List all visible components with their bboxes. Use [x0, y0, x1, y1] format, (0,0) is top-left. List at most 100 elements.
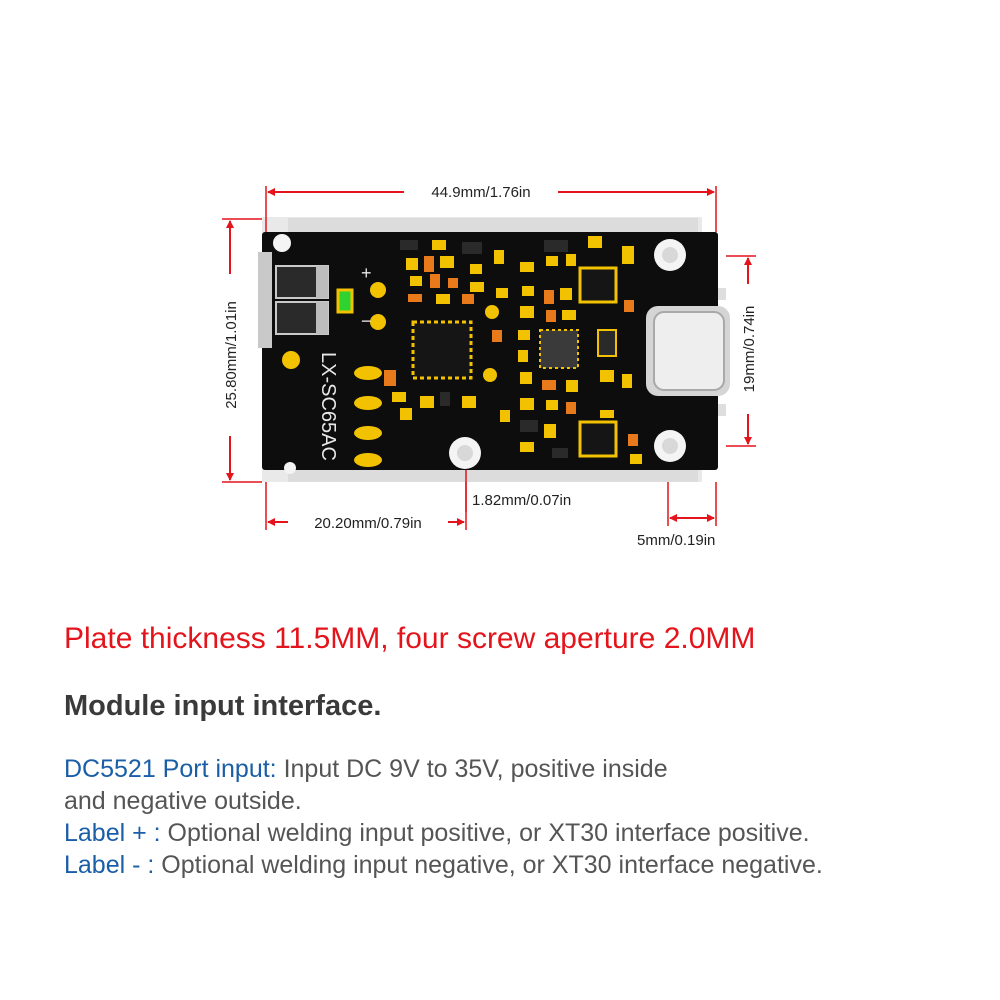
smd-component — [500, 410, 510, 422]
smd-component — [462, 294, 474, 304]
mosfet-2 — [578, 420, 618, 458]
usb-c-tab-top — [718, 288, 726, 300]
smd-component — [520, 306, 534, 318]
smd-component — [518, 350, 528, 362]
smd-component — [566, 380, 578, 392]
via-pad-2 — [483, 368, 497, 382]
smd-component — [600, 370, 614, 382]
mounting-hole-bottom-mid-inner — [457, 445, 473, 461]
smd-component — [420, 396, 434, 408]
description-key: DC5521 Port input: — [64, 755, 277, 783]
description-text: Optional welding input negative, or XT30… — [154, 851, 823, 879]
dim-right-height-bg — [737, 284, 759, 414]
interface-description: DC5521 Port input: Input DC 9V to 35V, p… — [64, 753, 984, 881]
smd-component — [494, 250, 504, 264]
section-title: Module input interface. — [64, 690, 382, 722]
mounting-hole-mid-left — [282, 351, 300, 369]
dim-label-top-width: 44.9mm/1.76in — [431, 184, 530, 201]
via-pad-1 — [485, 305, 499, 319]
main-ic — [411, 320, 473, 380]
silk-model: LX-SC65AC — [317, 352, 339, 461]
smd-component — [470, 282, 484, 292]
description-key: Label + : — [64, 819, 161, 847]
smd-component — [496, 288, 508, 298]
smd-component — [406, 258, 418, 270]
dim-label-left-height: 25.80mm/1.01in — [223, 301, 240, 409]
smd-component — [522, 286, 534, 296]
description-line: Label - : Optional welding input negativ… — [64, 849, 984, 881]
pad-oval-1 — [354, 366, 382, 380]
dim-label-bottom-right: 5mm/0.19in — [637, 532, 715, 549]
smd-component — [462, 242, 482, 254]
smd-component — [546, 400, 558, 410]
smd-component — [546, 310, 556, 322]
diode-band-1 — [316, 266, 328, 298]
smd-component — [546, 256, 558, 266]
dim-label-right-height: 19mm/0.74in — [741, 306, 758, 393]
smd-component — [518, 330, 530, 340]
pad-oval-2 — [354, 396, 382, 410]
smd-component — [542, 380, 556, 390]
smd-component — [436, 294, 450, 304]
dim-left-height-bg — [219, 274, 241, 436]
smd-component — [630, 454, 642, 464]
smd-component — [628, 434, 638, 446]
description-line: and negative outside. — [64, 785, 984, 817]
smd-component — [400, 240, 418, 250]
smd-component — [448, 278, 458, 288]
smd-component — [566, 402, 576, 414]
smd-components — [384, 236, 642, 464]
description-key: Label - : — [64, 851, 155, 879]
mounting-hole-bottom-left — [284, 462, 296, 474]
dim-label-bottom-mid: 1.82mm/0.07in — [472, 492, 571, 509]
smd-component — [562, 310, 576, 320]
smd-component — [408, 294, 422, 302]
smd-component — [424, 256, 434, 272]
plate-spec-headline: Plate thickness 11.5MM, four screw apert… — [64, 622, 756, 655]
smd-component — [492, 330, 502, 342]
smd-component — [560, 288, 572, 300]
board-top-edge — [288, 218, 698, 234]
mounting-hole-top-left — [273, 234, 291, 252]
smd-component — [622, 246, 634, 264]
smd-component — [566, 254, 576, 266]
small-ic — [597, 329, 617, 357]
pcb-dimension-diagram: + − LX-SC65AC 44.9mm/1.76in 25.80mm/1.01… — [219, 184, 759, 549]
mosfet-1 — [578, 266, 618, 304]
description-text: Optional welding input positive, or XT30… — [160, 819, 810, 847]
minus-pad — [370, 314, 386, 330]
dc-jack-housing — [258, 252, 272, 348]
description-text: and negative outside. — [64, 787, 302, 815]
dim-bottom-left-bg — [288, 512, 448, 534]
silk-minus: − — [361, 311, 372, 331]
smd-component — [544, 290, 554, 304]
controller-ic — [539, 329, 579, 369]
status-led — [336, 288, 354, 314]
smd-component — [520, 420, 538, 432]
description-line: Label + : Optional welding input positiv… — [64, 817, 984, 849]
smd-component — [520, 442, 534, 452]
smd-component — [520, 372, 532, 384]
smd-component — [462, 396, 476, 408]
smd-component — [624, 300, 634, 312]
smd-component — [384, 370, 396, 386]
description-line: DC5521 Port input: Input DC 9V to 35V, p… — [64, 753, 984, 785]
smd-component — [544, 424, 556, 438]
mounting-hole-top-right-inner — [662, 247, 678, 263]
smd-component — [392, 392, 406, 402]
mounting-hole-bottom-right-inner — [662, 438, 678, 454]
smd-component — [440, 256, 454, 268]
usb-c-tab-bottom — [718, 404, 726, 416]
dim-label-bottom-left: 20.20mm/0.79in — [314, 515, 422, 532]
smd-component — [600, 410, 614, 418]
usb-c-port — [653, 311, 725, 391]
pad-oval-3 — [354, 426, 382, 440]
smd-component — [622, 374, 632, 388]
smd-component — [432, 240, 446, 250]
smd-component — [588, 236, 602, 248]
silk-plus: + — [361, 263, 372, 283]
diode-band-2 — [316, 302, 328, 334]
smd-component — [552, 448, 568, 458]
smd-component — [470, 264, 482, 274]
smd-component — [400, 408, 412, 420]
